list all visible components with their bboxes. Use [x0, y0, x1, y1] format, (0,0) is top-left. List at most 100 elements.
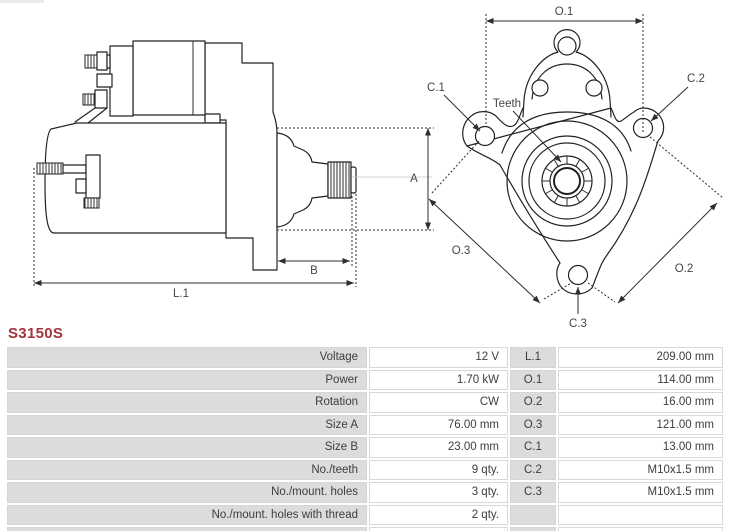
table-row: No./mount. holes with thread 2 qty.: [7, 504, 723, 525]
teeth-leader: [512, 110, 562, 163]
spec-value: 1.70 kW: [369, 369, 508, 390]
terminal-nut-upper: [96, 51, 108, 71]
dim-value: M10x1.5 mm: [558, 482, 723, 503]
mount-hole-c1: [474, 125, 496, 147]
terminal-washer-upper: [106, 54, 111, 69]
spec-name: Size A: [7, 414, 367, 435]
boss-circle-inner: [528, 142, 606, 220]
dim-code: C.3: [510, 482, 556, 503]
gear-teeth: [542, 156, 592, 206]
dim-code: O.3: [510, 414, 556, 435]
through-bolt-thread: [36, 162, 64, 175]
dim-code: C.1: [510, 437, 556, 458]
side-view: A B L.1: [33, 40, 434, 300]
dim-code: L.1: [510, 347, 556, 368]
bracket-outline: [204, 42, 278, 271]
table-row: No./teeth 9 qty. C.2 M10x1.5 mm: [7, 459, 723, 480]
end-stud: [75, 178, 87, 194]
dim-line-o3: [428, 198, 541, 304]
spec-name: Power: [7, 369, 367, 390]
dim-label-c1: C.1: [427, 82, 445, 94]
spec-name: Voltage: [7, 347, 367, 368]
table-row: No./mount. holes 3 qty. C.3 M10x1.5 mm: [7, 482, 723, 503]
table-row: Power 1.70 kW O.1 114.00 mm: [7, 369, 723, 390]
o3-ext-bottom: [543, 281, 574, 300]
dim-value: 209.00 mm: [558, 347, 723, 368]
terminal-stud-lower: [82, 93, 96, 106]
dim-code: C.2: [510, 459, 556, 480]
dim-label-c3: C.3: [569, 318, 587, 330]
top-edge-artifact: [0, 0, 44, 3]
spec-table: Voltage 12 V L.1 209.00 mm Power 1.70 kW…: [7, 347, 723, 531]
crown-right-hole: [585, 79, 603, 97]
side-view-extension-lines: [33, 127, 434, 287]
o2-ext-top: [649, 136, 724, 199]
spec-value: 3 qty.: [369, 482, 508, 503]
dim-code: [510, 527, 556, 531]
solenoid-mount-block: [204, 113, 221, 124]
end-plate: [85, 154, 101, 199]
table-row: Voltage 12 V L.1 209.00 mm: [7, 347, 723, 368]
dim-value: M10x1.5 mm: [558, 459, 723, 480]
starter-technical-drawing: A B L.1: [33, 6, 724, 330]
terminal-nut-lower: [94, 89, 108, 109]
spade-terminal: [96, 73, 113, 88]
spec-value: [369, 527, 508, 531]
shaft-bore: [553, 167, 581, 195]
spec-value: 9 qty.: [369, 459, 508, 480]
spec-value: 2 qty.: [369, 504, 508, 525]
spec-name: No./mount. holes: [7, 482, 367, 503]
solenoid-body: [132, 40, 206, 116]
crown-top-hole: [557, 36, 577, 56]
terminal-strap: [74, 107, 108, 124]
dim-value: 121.00 mm: [558, 414, 723, 435]
spec-name: No./mount. holes with thread: [7, 504, 367, 525]
spec-name: No./teeth: [7, 459, 367, 480]
dim-value: [558, 527, 723, 531]
motor-body: [44, 122, 227, 234]
dim-label-l1: L.1: [173, 288, 189, 300]
spec-value: CW: [369, 392, 508, 413]
drive-end-cone: [276, 132, 329, 228]
boss-circle-outer: [506, 120, 628, 242]
dim-code: O.2: [510, 392, 556, 413]
teeth-label: Teeth: [493, 98, 521, 110]
dim-label-o3: O.3: [452, 245, 471, 257]
terminal-stud-upper: [84, 54, 98, 69]
dim-code: [510, 504, 556, 525]
spec-name: Size B: [7, 437, 367, 458]
dim-label-b: B: [310, 265, 318, 277]
spec-name: [7, 527, 367, 531]
c1-leader: [443, 94, 481, 132]
mount-hole-c3: [567, 264, 589, 286]
table-row: Size B 23.00 mm C.1 13.00 mm: [7, 437, 723, 458]
boss-circle-mid: [521, 135, 613, 227]
table-row: Size A 76.00 mm O.3 121.00 mm: [7, 414, 723, 435]
table-row-clipped: [7, 527, 723, 531]
o2-ext-bottom: [587, 282, 616, 303]
crown-left-hole: [531, 79, 549, 97]
dim-label-a: A: [410, 173, 418, 185]
spec-value: 23.00 mm: [369, 437, 508, 458]
dim-label-c2: C.2: [687, 73, 705, 85]
boss-arch: [501, 111, 632, 154]
dim-label-o2: O.2: [675, 263, 694, 275]
dim-code: O.1: [510, 369, 556, 390]
dim-value: 114.00 mm: [558, 369, 723, 390]
dim-value: 13.00 mm: [558, 437, 723, 458]
front-view: O.1 O.3 O.2 C.1 C.2 C.3 Teeth: [427, 6, 724, 330]
part-number: S3150S: [8, 325, 64, 342]
pinion-splines: [330, 162, 350, 198]
lower-bolt-thread: [83, 197, 100, 209]
c2-leader: [650, 86, 689, 122]
dim-line-o2: [617, 202, 718, 304]
spec-value: 76.00 mm: [369, 414, 508, 435]
solenoid-end-cap: [109, 45, 134, 117]
crown-outline: [522, 29, 612, 118]
through-bolt-shaft: [62, 164, 87, 174]
spec-value: 12 V: [369, 347, 508, 368]
spec-name: Rotation: [7, 392, 367, 413]
dim-value: [558, 504, 723, 525]
dim-label-o1: O.1: [555, 6, 574, 18]
